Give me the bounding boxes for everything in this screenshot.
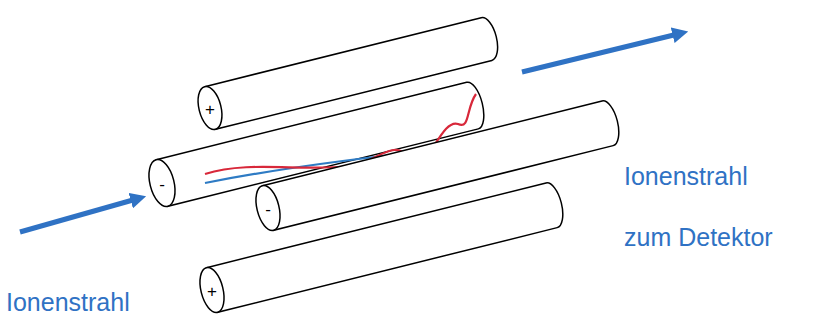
beam-label: Ionenstrahl (624, 163, 748, 191)
rod-bottom (196, 181, 567, 315)
polarity-sign: - (159, 176, 165, 193)
beam-label: zum Detektor (624, 224, 773, 252)
polarity-sign: + (207, 283, 217, 300)
polarity-sign: - (265, 201, 271, 218)
beam-label: Ionenstrahl (6, 289, 130, 317)
beam-in-arrow (20, 198, 140, 232)
polarity-sign: + (205, 101, 215, 118)
beam-out-arrow (522, 33, 682, 72)
